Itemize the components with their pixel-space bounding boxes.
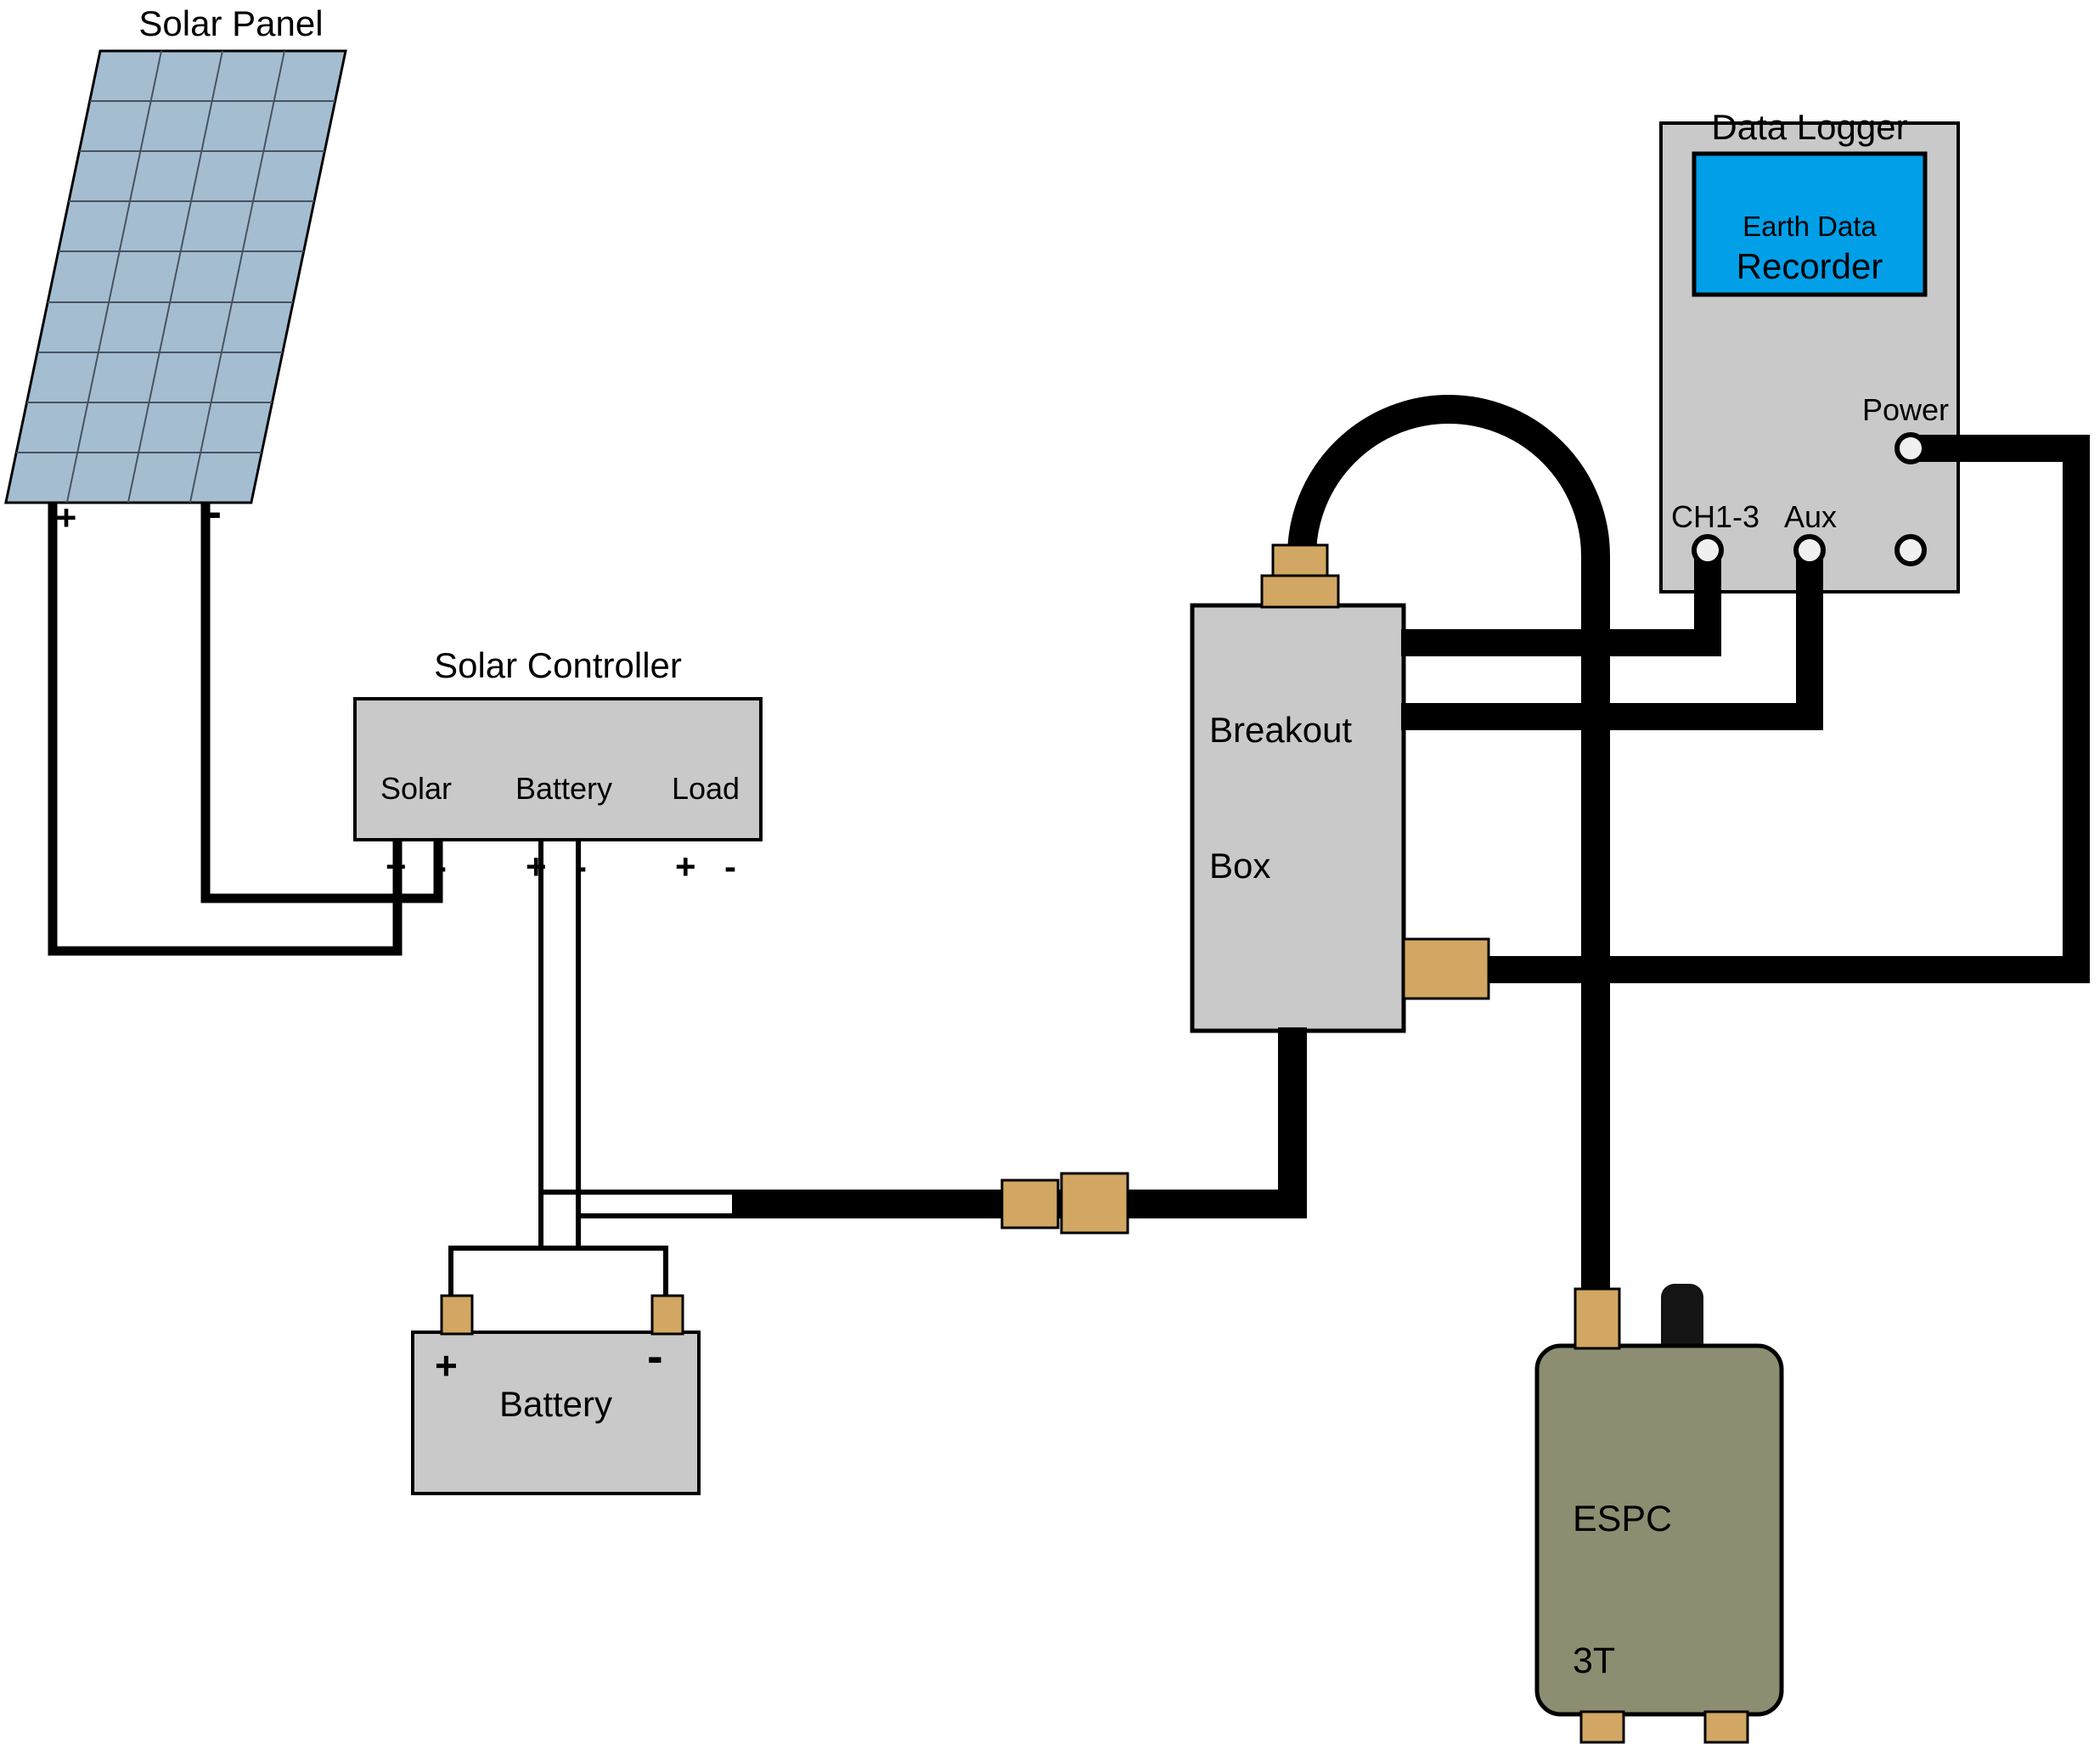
solar-minus-sign: - [435, 847, 447, 886]
terminal-polarity-solar: + - [375, 841, 457, 890]
espc-box [1534, 1343, 1784, 1717]
data-logger-title: Data Logger Recorder [1661, 12, 1958, 383]
inline-connector-b [1060, 1172, 1129, 1235]
inline-connector-a [1000, 1179, 1060, 1229]
aux-label: Aux [1783, 499, 1838, 534]
breakout-box-label-line1: Breakout [1209, 709, 1353, 750]
cable-battery-to-breakout [732, 1027, 1307, 1218]
breakout-top-connector-b [1260, 574, 1340, 609]
load-plus-sign: + [675, 847, 696, 886]
battery-terminal-minus [650, 1294, 684, 1336]
terminal-label-solar: Solar [380, 771, 453, 806]
cable-breakout-arc-to-espc [1287, 395, 1610, 1314]
solar-panel-grid [15, 51, 335, 503]
solar-controller-box [353, 697, 763, 841]
solar-controller-title: Solar Controller [434, 645, 682, 685]
battery-box [411, 1331, 701, 1495]
breakout-box-label-line2: Box [1209, 845, 1271, 886]
solar-minus-wire [200, 503, 443, 903]
power-port [1895, 432, 1927, 464]
terminal-label-battery: Battery [515, 771, 613, 806]
battery-plus-sign-label: + [435, 1343, 458, 1387]
breakout-box [1190, 603, 1406, 1033]
cable-ch1-3 [1401, 552, 1721, 656]
cable-power [1482, 435, 2090, 983]
terminal-group-battery: Battery + - [515, 735, 613, 924]
espc-bottom-connector-left [1579, 1710, 1625, 1744]
data-logger-screen-text: Earth Data [1742, 211, 1877, 242]
aux-port [1793, 534, 1826, 566]
ch1-3-label: CH1-3 [1670, 499, 1760, 534]
breakout-box-label: Breakout Box [1209, 616, 1396, 979]
data-logger-title-line2: Recorder [1736, 245, 1883, 286]
solar-plus-sign: + [386, 847, 407, 886]
espc-label-line2: 3T [1573, 1640, 1616, 1682]
espc-top-connector [1574, 1287, 1621, 1350]
solar-panel-plus-sign: + [55, 498, 77, 537]
battery-terminal-plus [440, 1294, 474, 1336]
breakout-side-connector [1402, 937, 1490, 1000]
battery-plus-sign: + [526, 847, 547, 886]
solar-plus-wire [48, 503, 403, 956]
solar-panel [4, 49, 347, 504]
terminal-label-load: Load [671, 771, 740, 806]
battery-minus-sign-label: - [647, 1329, 663, 1382]
battery-bracket-wire [448, 1246, 668, 1299]
battery-label: Battery [498, 1384, 613, 1424]
wiring [48, 395, 2090, 1314]
terminal-group-load: Load + - [665, 735, 746, 924]
ports [1692, 432, 1927, 566]
connectors [440, 543, 1749, 1744]
cable-aux [1401, 552, 1823, 730]
ch1-3-port [1692, 534, 1724, 566]
terminal-polarity-battery: + - [515, 841, 597, 890]
terminal-polarity-load: + - [665, 841, 746, 890]
data-logger-screen [1692, 151, 1928, 297]
spare-port [1895, 534, 1927, 566]
power-label: Power [1861, 392, 1950, 427]
load-minus-sign: - [724, 847, 736, 886]
espc-bottom-connector-right [1703, 1710, 1749, 1744]
espc-label: ESPC 3T [1573, 1401, 1759, 1744]
battery-minus-sign: - [575, 847, 587, 886]
data-logger-title-line1: Data Logger [1711, 107, 1908, 148]
breakout-top-connector-a [1271, 543, 1329, 581]
terminal-group-solar: Solar + - [375, 735, 457, 924]
solar-panel-minus-sign: - [206, 487, 222, 537]
espc-label-line1: ESPC [1573, 1498, 1673, 1539]
solar-panel-title: Solar Panel [138, 3, 324, 43]
